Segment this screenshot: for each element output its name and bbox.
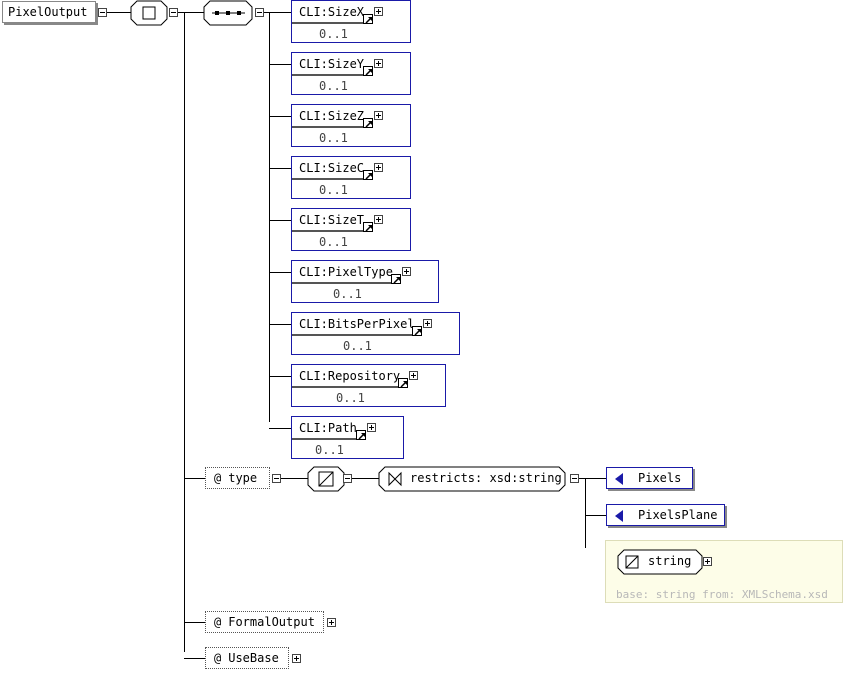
attribute-usebase[interactable]: @ UseBase [205, 647, 289, 669]
attribute-name: UseBase [228, 651, 279, 665]
complex-type-node[interactable] [130, 0, 168, 26]
reference-arrow-icon [363, 170, 373, 180]
expand-toggle[interactable] [367, 423, 376, 432]
element-name: CLI:Repository [299, 369, 401, 383]
root-element-pixeloutput[interactable]: PixelOutput [2, 1, 96, 23]
element-sizet[interactable]: CLI:SizeT 0..1 [291, 208, 411, 251]
restriction-label: restricts: xsd:string [410, 471, 562, 485]
expand-toggle[interactable] [374, 163, 383, 172]
base-type-note: base: string from: XMLSchema.xsd [616, 588, 828, 601]
collapse-restriction-toggle[interactable] [570, 474, 579, 483]
collapse-complex-toggle[interactable] [169, 8, 178, 17]
element-name: CLI:BitsPerPixel [299, 317, 415, 331]
reference-arrow-icon [398, 378, 408, 388]
base-string-node[interactable]: string [617, 549, 703, 575]
element-sizez[interactable]: CLI:SizeZ 0..1 [291, 104, 411, 147]
expand-toggle[interactable] [374, 215, 383, 224]
enumeration-value: PixelsPlane [638, 508, 718, 522]
element-name: CLI:SizeZ [299, 109, 365, 123]
element-name: CLI:SizeT [299, 213, 365, 227]
element-name: CLI:SizeY [299, 57, 365, 71]
base-type-panel: string base: string from: XMLSchema.xsd [605, 540, 843, 603]
reference-arrow-icon [363, 14, 373, 24]
simple-type-octagon [307, 466, 345, 492]
sequence-icon [203, 0, 253, 26]
enumeration-pixels[interactable]: Pixels [606, 467, 693, 489]
expand-toggle[interactable] [402, 267, 411, 276]
expand-toggle[interactable] [374, 59, 383, 68]
expand-toggle[interactable] [374, 111, 383, 120]
element-name: CLI:SizeX [299, 5, 365, 19]
base-type-frame [617, 549, 703, 575]
reference-arrow-icon [391, 274, 401, 284]
expand-toggle[interactable] [423, 319, 432, 328]
cardinality: 0..1 [333, 287, 362, 301]
attribute-name: FormalOutput [228, 615, 315, 629]
element-sizey[interactable]: CLI:SizeY 0..1 [291, 52, 411, 95]
expand-toggle[interactable] [409, 371, 418, 380]
base-type-name: string [648, 554, 692, 568]
reference-arrow-icon [356, 430, 366, 440]
cardinality: 0..1 [336, 391, 365, 405]
element-path[interactable]: CLI:Path 0..1 [291, 416, 404, 459]
complex-type-octagon [130, 0, 168, 26]
element-name: CLI:Path [299, 421, 357, 435]
enumeration-value: Pixels [638, 471, 682, 485]
element-name: CLI:PixelType [299, 265, 393, 279]
reference-arrow-icon [363, 66, 373, 76]
collapse-type-toggle[interactable] [272, 474, 281, 483]
cardinality: 0..1 [319, 27, 348, 41]
expand-base-toggle[interactable] [703, 557, 712, 566]
cardinality: 0..1 [319, 183, 348, 197]
reference-arrow-icon [412, 326, 422, 336]
element-sizec[interactable]: CLI:SizeC 0..1 [291, 156, 411, 199]
element-repository[interactable]: CLI:Repository 0..1 [291, 364, 446, 407]
attribute-type[interactable]: @ type [205, 467, 270, 489]
attribute-at-symbol: @ [214, 615, 222, 629]
cardinality: 0..1 [319, 235, 348, 249]
element-bitsperpixel[interactable]: CLI:BitsPerPixel 0..1 [291, 312, 460, 355]
collapse-sequence-toggle[interactable] [255, 8, 264, 17]
collapse-root-toggle[interactable] [98, 8, 107, 17]
expand-formaloutput-toggle[interactable] [327, 618, 336, 627]
collapse-simpletype-toggle[interactable] [343, 474, 352, 483]
expand-toggle[interactable] [374, 7, 383, 16]
cardinality: 0..1 [315, 443, 344, 457]
cardinality: 0..1 [343, 339, 372, 353]
reference-arrow-icon [363, 118, 373, 128]
restriction-frame [378, 466, 566, 492]
attribute-formaloutput[interactable]: @ FormalOutput [205, 611, 324, 633]
cardinality: 0..1 [319, 131, 348, 145]
expand-usebase-toggle[interactable] [292, 654, 301, 663]
attribute-at-symbol: @ [214, 471, 222, 485]
attribute-at-symbol: @ [214, 651, 222, 665]
sequence-node[interactable] [203, 0, 253, 26]
attribute-name: type [228, 471, 258, 485]
enumeration-icon [615, 473, 623, 485]
element-pixeltype[interactable]: CLI:PixelType 0..1 [291, 260, 439, 303]
enumeration-icon [615, 510, 623, 522]
simple-type-node[interactable] [307, 466, 345, 492]
root-label: PixelOutput [8, 5, 88, 19]
enumeration-pixelsplane[interactable]: PixelsPlane [606, 504, 725, 526]
restriction-node[interactable]: restricts: xsd:string [378, 466, 567, 492]
element-name: CLI:SizeC [299, 161, 365, 175]
reference-arrow-icon [363, 222, 373, 232]
element-sizex[interactable]: CLI:SizeX 0..1 [291, 0, 411, 43]
cardinality: 0..1 [319, 79, 348, 93]
